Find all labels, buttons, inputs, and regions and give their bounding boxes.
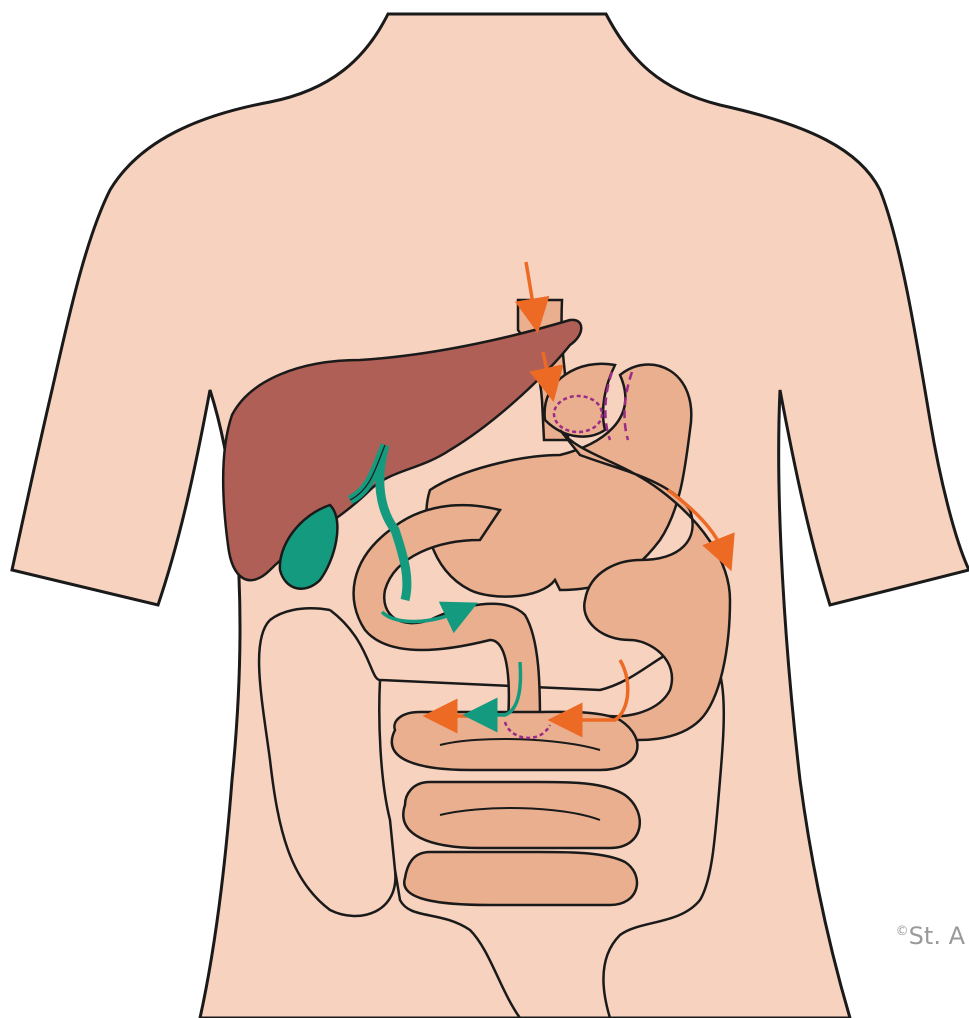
small-intestine-coil-2 [403, 782, 639, 848]
small-intestine-coil-3 [404, 852, 637, 905]
copyright-symbol: © [896, 924, 909, 939]
copyright-text: St. A [909, 922, 965, 950]
copyright-notice: ©St. A [896, 922, 965, 950]
